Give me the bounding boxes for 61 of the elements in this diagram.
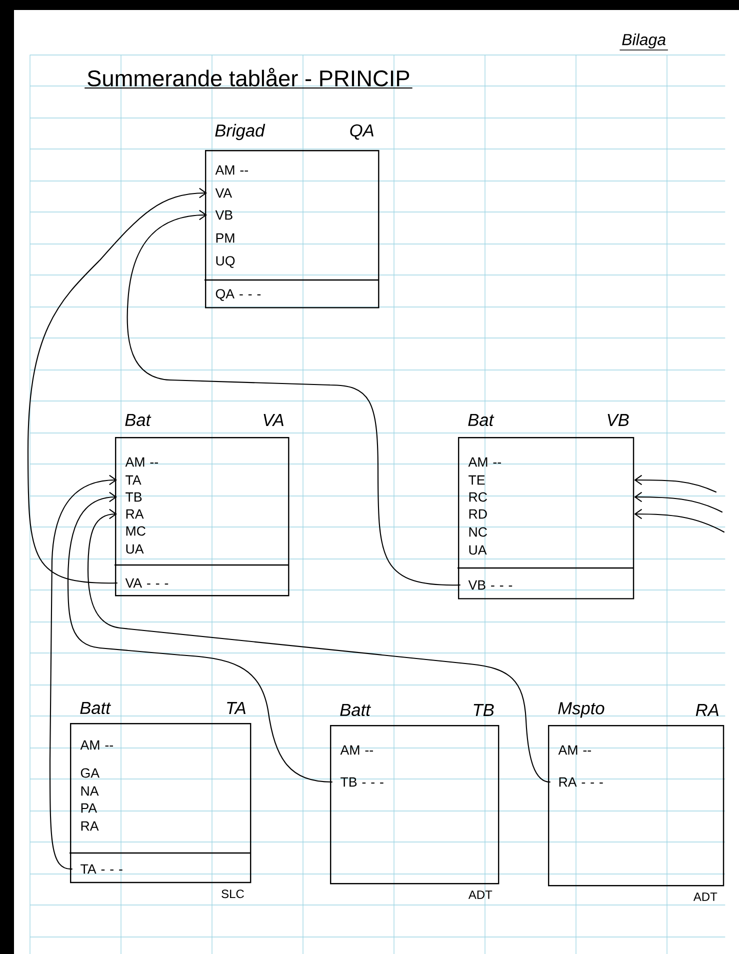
note: Bilaga [620, 34, 668, 50]
table-row: PA [81, 803, 98, 813]
table-row: TB - - - [340, 777, 384, 787]
table-heading: VB [608, 414, 629, 426]
table-box [114, 414, 290, 596]
table-box [548, 702, 724, 901]
table-box [457, 414, 634, 600]
table-box [204, 124, 380, 308]
table-heading: VA [264, 414, 284, 426]
table-heading: RA [696, 704, 718, 716]
table-row: PM [216, 233, 234, 243]
table-heading: Mspto [558, 702, 604, 718]
table-row: UA [126, 544, 144, 554]
table-row: RA [126, 509, 144, 519]
table-row: MC [126, 526, 146, 536]
table-heading: Bat [468, 414, 494, 426]
table-row: AM -- [340, 745, 373, 755]
table-row: VB [215, 210, 232, 220]
table-row: VA - - - [125, 578, 168, 588]
table-row: TE [468, 475, 485, 485]
table-heading: TB [474, 704, 494, 716]
table-heading: Batt [340, 704, 372, 716]
table-row: VA [215, 188, 232, 198]
table-row: TA [126, 475, 142, 485]
table-row: AM -- [558, 745, 591, 755]
arrow [634, 474, 717, 493]
table-heading: TA [227, 702, 246, 714]
table-row: GA [80, 768, 100, 778]
table-row: AM -- [468, 457, 501, 467]
table-row: RA - - - [559, 777, 603, 787]
arrow [634, 492, 723, 513]
table-note: ADT [693, 892, 718, 901]
table-heading: QA [350, 124, 374, 140]
table-heading: Batt [80, 702, 112, 714]
table-box [69, 702, 252, 898]
table-note: ADT [468, 890, 492, 899]
table-row: VB - - - [468, 580, 512, 590]
table-row: AM -- [125, 457, 158, 467]
table-row: AM -- [215, 165, 248, 175]
table-note: SLC [222, 890, 244, 898]
arrow [67, 492, 333, 783]
arrow [27, 188, 207, 584]
table-row: UQ [216, 256, 235, 268]
table-row: TA - - - [80, 864, 122, 874]
table-row: NA [81, 786, 99, 796]
table-heading: Bat [125, 414, 152, 426]
table-row: NC [469, 527, 487, 537]
arrow [87, 508, 551, 783]
table-row: RC [469, 492, 487, 502]
title: Summerande tablåer - PRINCIP [84, 68, 412, 89]
table-row: TB [126, 492, 142, 502]
table-box [330, 704, 500, 899]
table-heading: Brigad [215, 124, 266, 140]
table-row: RD [469, 509, 487, 519]
arrow [126, 210, 461, 586]
arrow [634, 508, 725, 533]
arrow [49, 474, 117, 870]
table-row: UA [469, 545, 487, 555]
table-row: QA - - - [216, 289, 261, 301]
table-row: RA [81, 821, 99, 831]
table-row: AM -- [80, 740, 113, 750]
